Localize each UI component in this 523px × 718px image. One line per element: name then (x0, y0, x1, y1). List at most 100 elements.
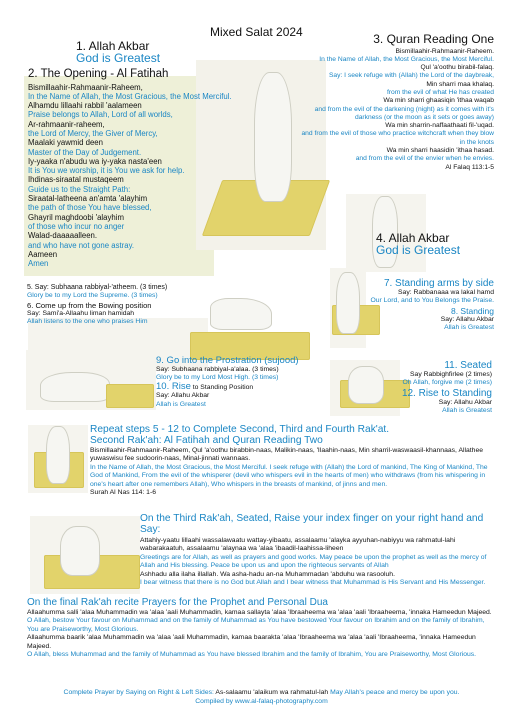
tashahhud-arabic: Attahiy-yaatu lillaahi wassalawaatu watt… (140, 537, 456, 553)
salawat-arabic-1: Allaahumma salli 'alaa Muhammadin wa 'al… (27, 609, 492, 616)
footer-arabic: As-salaamu 'alaikum wa rahmatul-lah (215, 689, 329, 696)
footer-prefix: Complete Prayer by Saying on Right & Lef… (63, 689, 214, 696)
nas-translation: In the Name of Allah, the Most Gracious,… (90, 463, 488, 488)
step-7-translation: Our Lord, and to You Belongs the Praise. (370, 297, 494, 305)
shahadah-translation: I bear witness that there is no God but … (140, 579, 486, 587)
fatihah-arabic-line: Siraatal-latheena an'amta 'alayhim (28, 194, 148, 204)
bowing-figure-icon (210, 298, 272, 330)
raising-hands-figure-icon (372, 196, 398, 268)
step-12-title: 12. Rise to Standing (401, 387, 492, 399)
step-11-title: 11. Seated (444, 360, 492, 371)
third-rakah-section: On the Third Rak'ah, Seated, Raise your … (140, 513, 495, 587)
fatihah-lines: Bismillaahir-Rahmaanir-Raheem,In the Nam… (28, 83, 258, 269)
falaq-translation-line: and from the evil of the darkening (nigh… (314, 105, 494, 121)
prostration-figure-icon (40, 372, 110, 402)
step-10-translation: Allah is Greatest (156, 400, 206, 408)
step-4: 4. Allah Akbar God is Greatest (376, 232, 460, 256)
step-11-translation: Oh Allah, forgive me (2 times) (402, 379, 492, 387)
fatihah-arabic-line: Ghayril maghdoobi 'alayhim (28, 212, 124, 222)
fatihah-arabic-line: Iy-yaaka n'abudu wa iy-yaka nasta'een (28, 156, 162, 166)
step-7-8: 7. Standing arms by side Say: Rabbanaaa … (310, 278, 494, 333)
footer: Complete Prayer by Saying on Right & Lef… (0, 688, 523, 706)
fatihah-translation-line: Master of the Day of Judgement. (28, 147, 142, 157)
standing-figure-icon (254, 72, 292, 202)
step-4-title: 4. Allah Akbar (376, 231, 450, 245)
tashahhud-figure-icon (60, 526, 100, 576)
falaq-arabic-line: Wa min sharri ghaasiqin 'ithaa waqab (383, 97, 494, 105)
third-rakah-title: On the Third Rak'ah, Seated, Raise your … (140, 513, 484, 535)
fatihah-background (24, 76, 214, 276)
falaq-arabic-line: Qul 'a'oothu birabil-falaq. (420, 64, 494, 72)
step-9-say: Say: Subhaana rabbiyal-a'alaa. (3 times) (156, 366, 279, 373)
fatihah-translation-line: of those who incur no anger (28, 221, 125, 231)
step-1-title: 1. Allah Akbar (76, 39, 150, 53)
step-10-say: Say: Allahu Akbar (156, 392, 210, 400)
fatihah-translation-line: Guide us to the Straight Path: (28, 184, 131, 194)
step-5-say: 5. Say: Subhaana rabbiyal-'atheem. (3 ti… (27, 284, 168, 291)
step-12-say: Say: Allahu Akbar (438, 398, 492, 406)
step-6-translation: Allah listens to the one who praises Him (27, 318, 148, 326)
step-8-title: 8. Standing (450, 305, 494, 316)
step-4-translation: God is Greatest (376, 242, 461, 257)
step-10-title: 10. Rise (156, 380, 191, 392)
fatihah-arabic-line: Maalaki yawmid deen (28, 138, 103, 148)
fatihah-translation-line: Praise belongs to Allah, Lord of all wor… (28, 110, 173, 120)
step-11-say: Say Rabbighfirlee (2 times) (410, 371, 492, 378)
nas-reference: Surah Al Nas 114: 1-6 (90, 489, 156, 497)
final-rakah-section: On the final Rak'ah recite Prayers for t… (27, 597, 497, 659)
repeat-title: Repeat steps 5 - 12 to Complete Second, … (90, 424, 390, 435)
step-12-translation: Allah is Greatest (442, 407, 492, 415)
fatihah-arabic-line: Ihdinas-siraatal mustaqeem (28, 175, 124, 185)
falaq-reference: Al Falaq 113:1-5 (445, 163, 494, 171)
step-3-title: 3. Quran Reading One (373, 32, 494, 46)
salawat-translation-2: O Allah, bless Muhammad and the family o… (27, 651, 477, 659)
final-rakah-title: On the final Rak'ah recite Prayers for t… (27, 597, 328, 608)
fatihah-arabic-line: Aameen (28, 249, 58, 259)
nas-arabic: Bismillaahir-Rahmaanir-Raheem, Qul 'a'oo… (90, 447, 484, 463)
seated-figure-icon (348, 366, 384, 404)
fatihah-translation-line: It is You we worship, it is You we ask f… (28, 166, 185, 176)
second-rakah-figure-icon (46, 426, 70, 484)
step-2-title: 2. The Opening - Al Fatihah (28, 68, 169, 80)
step-1: 1. Allah Akbar God is Greatest (76, 40, 160, 64)
step-1-translation: God is Greatest (76, 50, 161, 65)
prostration-mat-image (106, 384, 154, 408)
step-9-10: 9. Go into the Prostration (sujood) Say:… (156, 355, 346, 409)
standing-side-figure-icon (336, 272, 360, 334)
falaq-translation-line: Say: I seek refuge with (Allah) the Lord… (328, 72, 494, 80)
step-7-say: Say: Rabbanaaa wa lakal hamd (398, 289, 494, 296)
fatihah-translation-line: and who have not gone astray. (28, 240, 135, 250)
step-5-translation: Glory be to my Lord the Supreme. (3 time… (27, 292, 158, 300)
footer-credit: Compiled by www.al-falaq-photography.com (195, 698, 328, 705)
fatihah-translation-line: the Lord of Mercy, the Giver of Mercy, (28, 128, 158, 138)
fatihah-arabic-line: Alhamdu lillaahi rabbil 'aalameen (28, 101, 142, 111)
fatihah-arabic-line: Walad-daaaaalleen. (28, 231, 98, 241)
fatihah-translation-line: In the Name of Allah, the Most Gracious,… (28, 91, 232, 101)
step-8-translation: Allah is Greatest (444, 324, 494, 332)
second-rakah-section: Repeat steps 5 - 12 to Complete Second, … (90, 424, 495, 497)
falaq-lines: Bismillaahir-Rahmaanir-Raheem.In the Nam… (300, 48, 494, 164)
fatihah-arabic-line: Bismillaahir-Rahmaanir-Raheem, (28, 82, 143, 92)
falaq-arabic-line: Bismillaahir-Rahmaanir-Raheem. (395, 47, 495, 55)
bowing-mat-image (190, 332, 310, 360)
step-8-say: Say: Allahu Akbar (440, 315, 494, 323)
step-5-6: 5. Say: Subhaana rabbiyal-'atheem. (3 ti… (27, 284, 277, 327)
step-3: 3. Quran Reading One Bismillaahir-Rahmaa… (300, 33, 494, 172)
fatihah-translation-line: Amen (28, 259, 49, 269)
falaq-arabic-line: Min sharri maa khalaq. (426, 80, 494, 88)
fatihah-arabic-line: Ar-rahmaanir-raheem, (28, 119, 105, 129)
salawat-arabic-2: Allaahumma baarik 'alaa Muhammadin wa 'a… (27, 634, 476, 650)
step-10-subtitle: to Standing Position (192, 383, 254, 391)
tashahhud-translation: Greetings are for Allah, as well as pray… (140, 553, 487, 570)
step-9-translation: Glory be to my Lord Most High. (3 times) (156, 374, 279, 382)
falaq-translation-line: and from the evil of those who practice … (301, 130, 494, 146)
step-7-title: 7. Standing arms by side (383, 278, 494, 289)
salawat-translation-1: O Allah, bestow Your favour on Muhammad … (27, 617, 485, 633)
falaq-translation-line: and from the evil of the envier when he … (355, 155, 494, 163)
step-9-title: 9. Go into the Prostration (sujood) (156, 355, 299, 366)
falaq-arabic-line: Wa min sharri haasidin 'ithaa hasad. (386, 147, 494, 155)
falaq-translation-line: In the Name of Allah, the Most Gracious,… (319, 55, 494, 63)
step-6-title: 6. Come up from the Bowing position (27, 300, 152, 310)
step-6-say: Say: Sami'a-Allaahu liman hamidah (27, 309, 135, 317)
step-2: 2. The Opening - Al Fatihah Bismillaahir… (28, 68, 258, 268)
